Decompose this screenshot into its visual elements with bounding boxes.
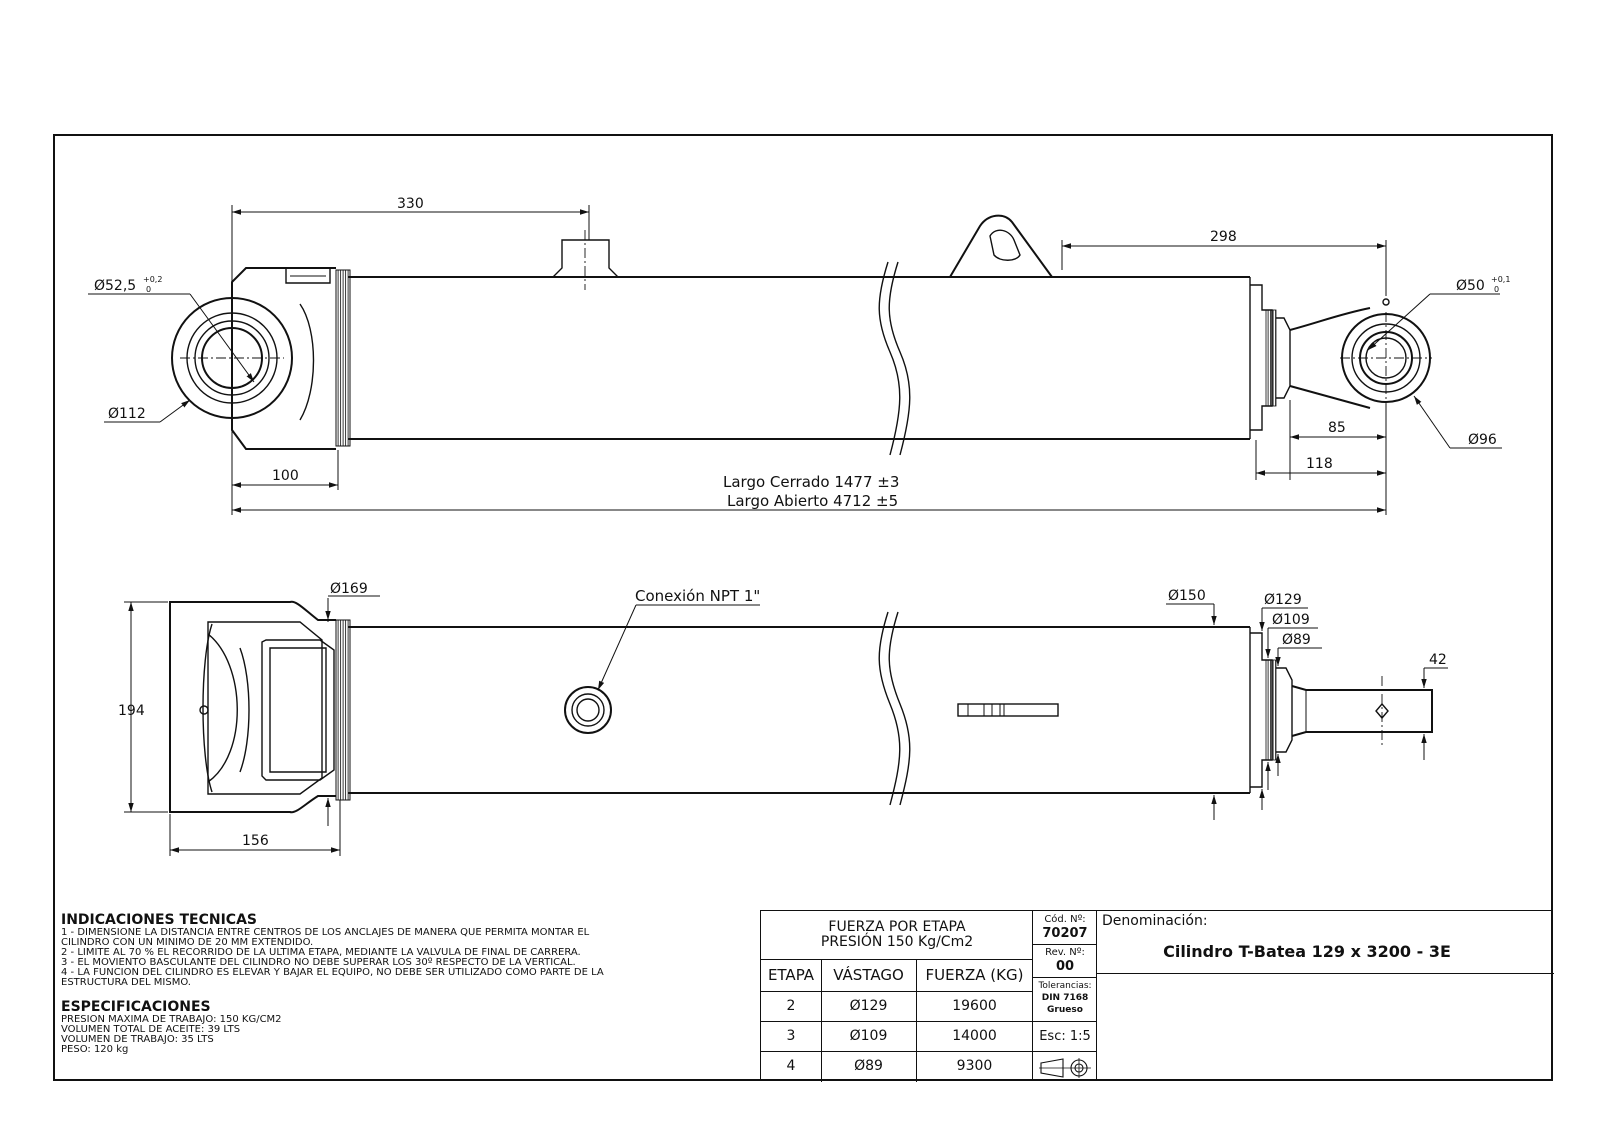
- dim-112: Ø112: [108, 406, 146, 422]
- dim-298: 298: [1210, 229, 1237, 245]
- spec-line-3: VOLUMEN DE TRABAJO: 35 LTS: [61, 1034, 214, 1045]
- force-table-title: FUERZA POR ETAPA PRESIÓN 150 Kg/Cm2: [761, 911, 1033, 959]
- tech-line-5: 4 - LA FUNCION DEL CILINDRO ES ELEVAR Y …: [61, 967, 604, 978]
- tech-line-2: CILINDRO CON UN MINIMO DE 20 MM EXTENDID…: [61, 937, 314, 948]
- open-length: Largo Abierto 4712 ±5: [727, 492, 898, 510]
- denomination-label: Denominación:: [1102, 913, 1208, 929]
- dim-96: Ø96: [1468, 432, 1497, 448]
- rev-label: Rev. Nº:: [1045, 946, 1085, 958]
- dim-118: 118: [1306, 456, 1333, 472]
- spec-line-1: PRESION MAXIMA DE TRABAJO: 150 KG/CM2: [61, 1014, 282, 1025]
- scale: Esc: 1:5: [1039, 1028, 1091, 1044]
- tol-std: DIN 7168: [1041, 993, 1089, 1003]
- table-row-2-fuerza: 14000: [952, 1028, 997, 1044]
- title-block-info: Cód. Nº: 70207 Rev. Nº: 00 Tolerancias: …: [1032, 910, 1097, 1081]
- dim-pin-right: Ø50: [1456, 278, 1485, 294]
- dim-129: Ø129: [1264, 592, 1302, 608]
- dim-156: 156: [242, 833, 269, 849]
- dim-pin-right-tol-top: +0,1: [1491, 275, 1510, 284]
- table-row-1-vastago: Ø129: [849, 998, 888, 1014]
- force-table: FUERZA POR ETAPA PRESIÓN 150 Kg/Cm2 ETAP…: [760, 910, 1033, 1082]
- drawing-sheet-border: [53, 134, 1553, 1081]
- tol-grade: Grueso: [1047, 1005, 1083, 1015]
- dim-42: 42: [1429, 652, 1447, 668]
- table-row-3-vastago: Ø89: [854, 1058, 883, 1074]
- code-label: Cód. Nº:: [1044, 913, 1086, 925]
- technical-notes: INDICACIONES TECNICAS 1 - DIMENSIONE LA …: [61, 913, 741, 1055]
- table-row-2-etapa: 3: [786, 1028, 796, 1044]
- dim-169: Ø169: [330, 581, 368, 597]
- force-title-1: FUERZA POR ETAPA: [828, 919, 966, 935]
- tol-label: Tolerancias:: [1038, 981, 1092, 991]
- table-row-3-etapa: 4: [786, 1058, 796, 1074]
- projection-symbol-icon: [1039, 1058, 1091, 1078]
- header-fuerza: FUERZA (KG): [925, 966, 1024, 984]
- table-row-1-fuerza: 19600: [952, 998, 997, 1014]
- dim-pin-left-tol-top: +0,2: [143, 275, 162, 284]
- dim-89: Ø89: [1282, 632, 1311, 648]
- npt-connection: Conexión NPT 1": [635, 587, 760, 605]
- spec-title: ESPECIFICACIONES: [61, 999, 211, 1015]
- code-value: 70207: [1042, 925, 1088, 941]
- spec-line-2: VOLUMEN TOTAL DE ACEITE: 39 LTS: [61, 1024, 241, 1035]
- closed-length: Largo Cerrado 1477 ±3: [723, 473, 899, 491]
- side-view: Ø169 Conexión NPT 1" Ø150 Ø129 Ø109 Ø89 …: [118, 581, 1448, 856]
- rev-value: 00: [1055, 958, 1075, 974]
- dim-pin-left: Ø52,5: [94, 278, 136, 294]
- dim-pin-left-tol-bot: 0: [146, 285, 151, 294]
- dim-330: 330: [397, 196, 424, 212]
- tech-line-4: 3 - EL MOVIENTO BASCULANTE DEL CILINDRO …: [61, 957, 576, 968]
- dim-109: Ø109: [1272, 612, 1310, 628]
- tech-line-1: 1 - DIMENSIONE LA DISTANCIA ENTRE CENTRO…: [61, 927, 590, 938]
- table-row-2-vastago: Ø109: [849, 1028, 888, 1044]
- dim-100: 100: [272, 468, 299, 484]
- force-title-2: PRESIÓN 150 Kg/Cm2: [820, 934, 974, 950]
- tech-line-6: ESTRUCTURA DEL MISMO.: [61, 977, 191, 988]
- dim-pin-right-tol-bot: 0: [1494, 285, 1499, 294]
- title-block-denomination: Denominación: Cilindro T-Batea 129 x 320…: [1096, 910, 1554, 1081]
- dim-85: 85: [1328, 420, 1346, 436]
- header-vastago: VÁSTAGO: [833, 966, 904, 984]
- dim-150: Ø150: [1168, 588, 1206, 604]
- tech-line-3: 2 - LIMITE AL 70 % EL RECORRIDO DE LA UL…: [61, 947, 581, 958]
- tech-title: INDICACIONES TECNICAS: [61, 912, 257, 928]
- table-row-3-fuerza: 9300: [956, 1058, 993, 1074]
- top-view: 330 298 Ø52,5 +0,2 0 Ø112 Ø50 +0,1 0 Ø96…: [88, 196, 1510, 515]
- denomination-value: Cilindro T-Batea 129 x 3200 - 3E: [1163, 941, 1451, 961]
- dim-194: 194: [118, 703, 145, 719]
- table-row-1-etapa: 2: [786, 998, 796, 1014]
- spec-line-4: PESO: 120 kg: [61, 1044, 129, 1055]
- header-etapa: ETAPA: [767, 966, 815, 984]
